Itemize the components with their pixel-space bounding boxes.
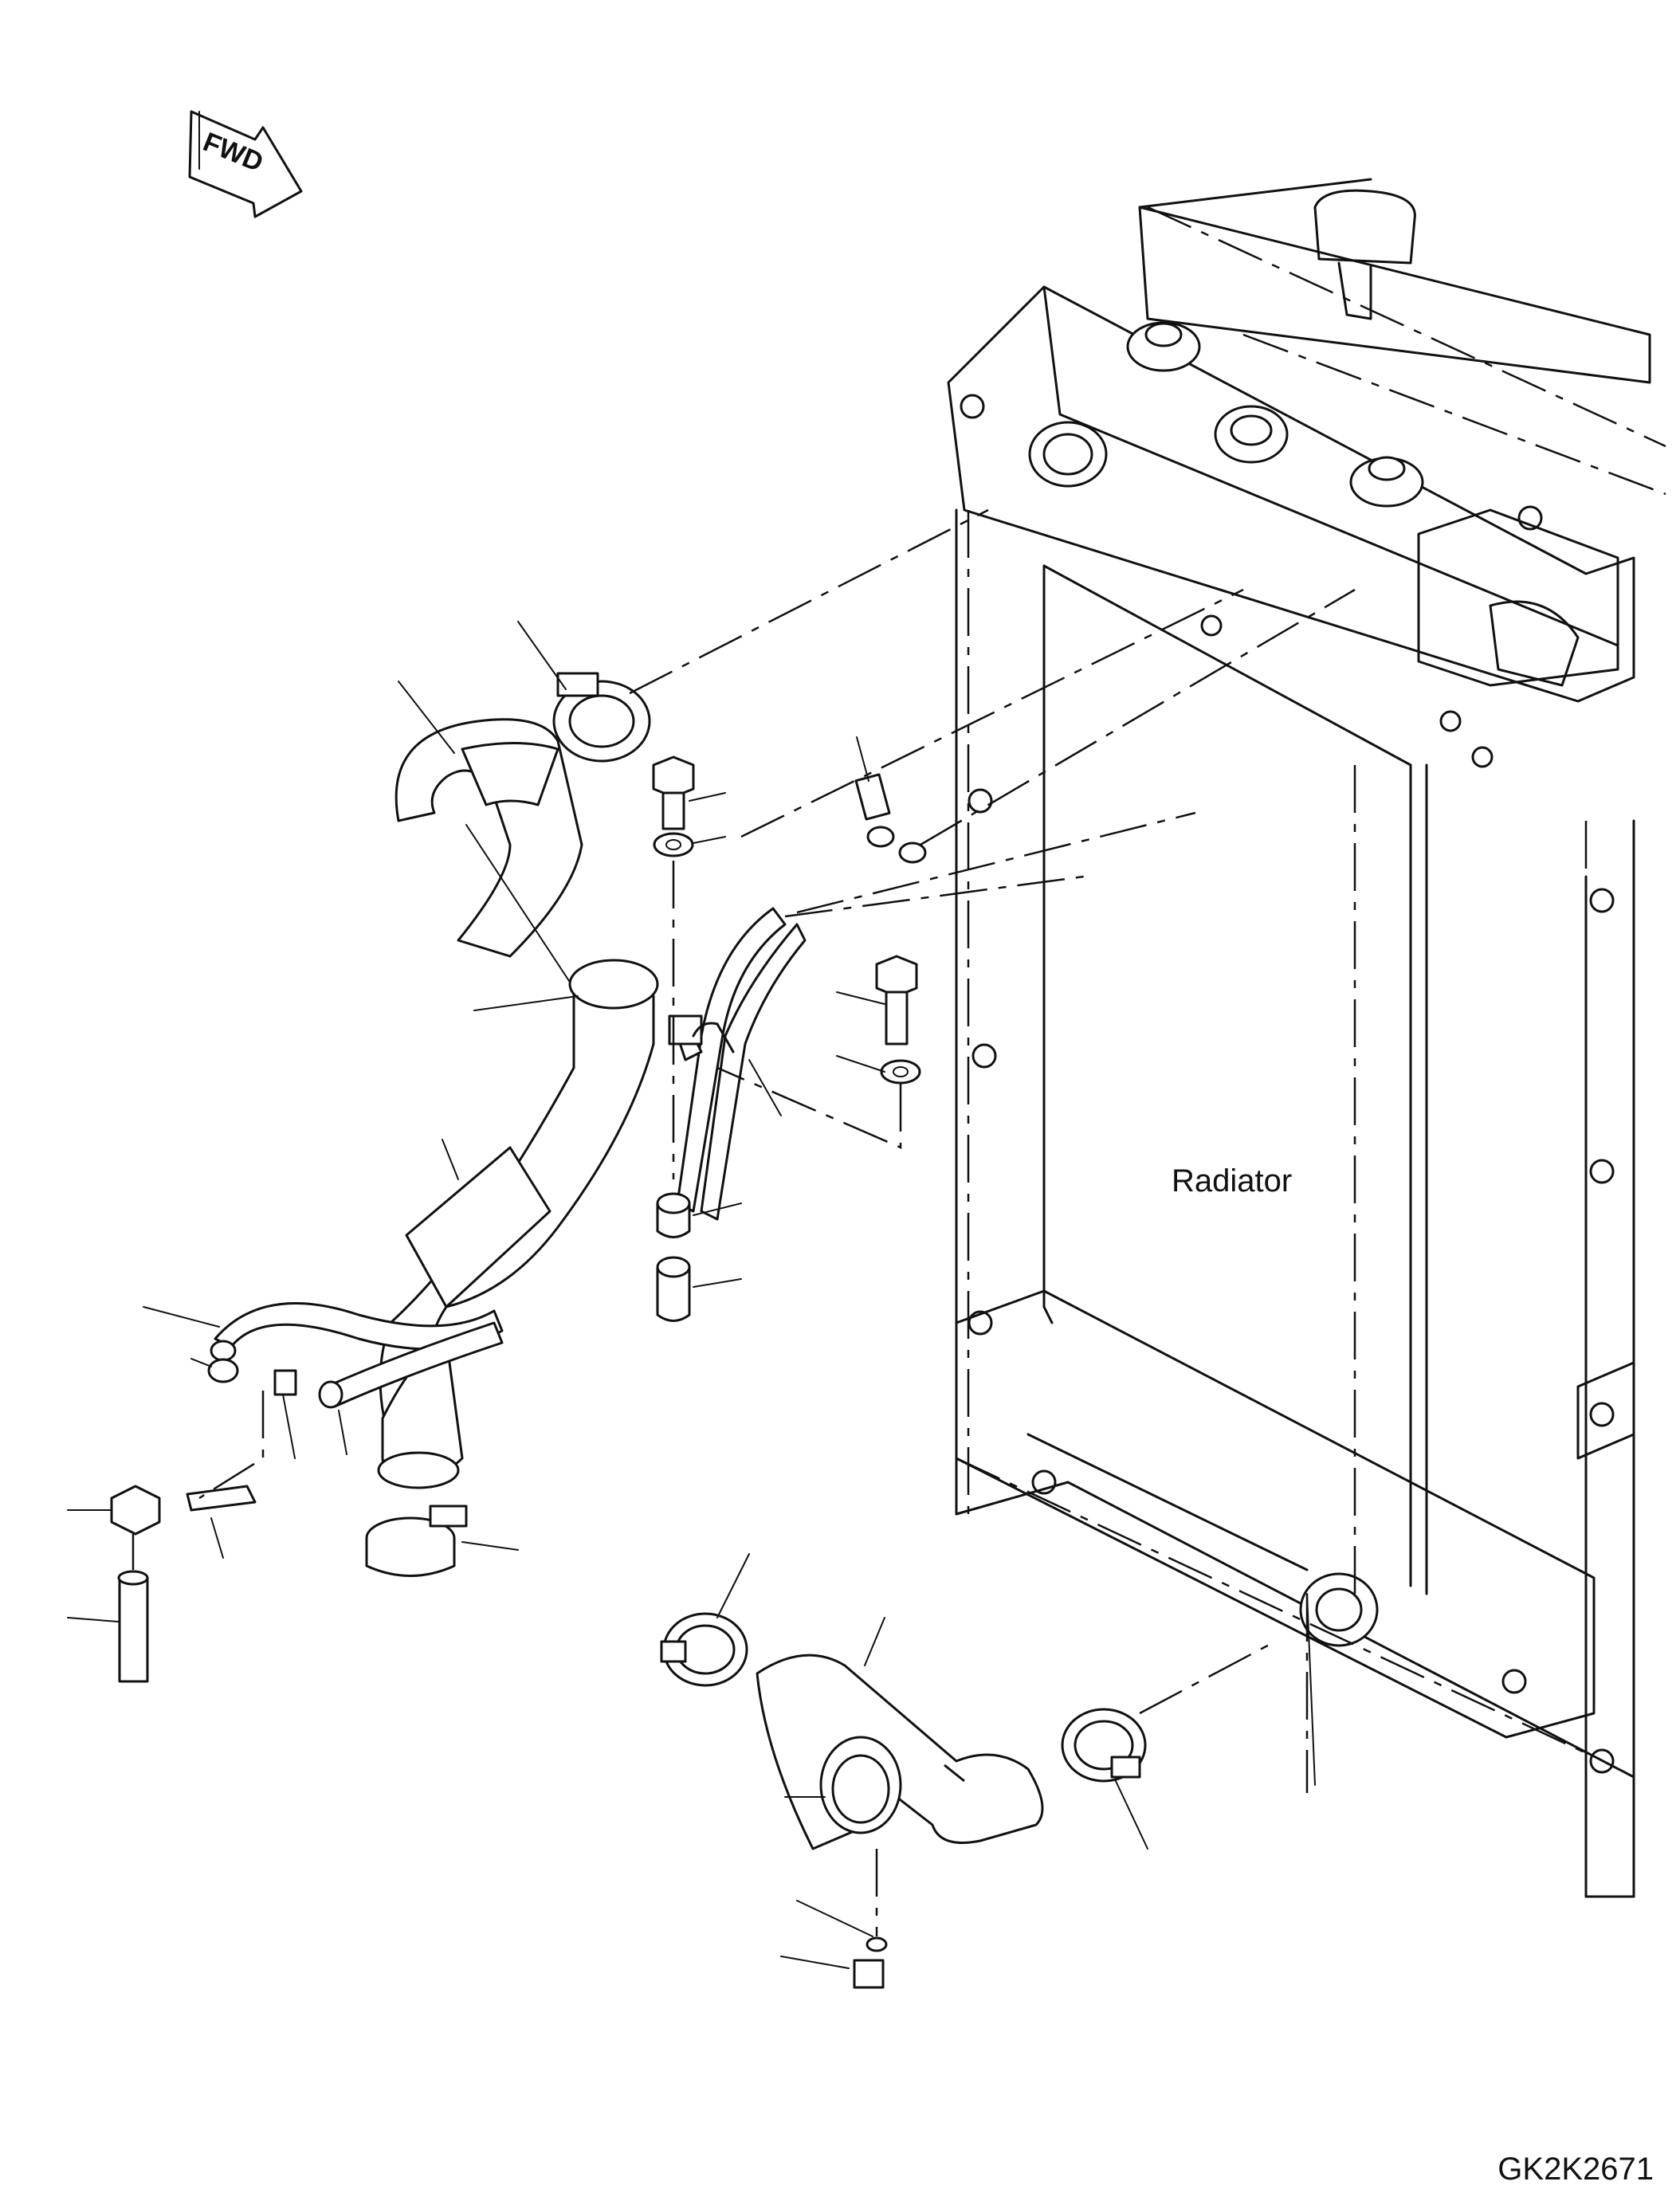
coolant-pipe	[377, 959, 659, 1489]
lower-hose-clamp-right	[1061, 1640, 1276, 1783]
tube-end-fitting	[210, 1340, 237, 1362]
forward-direction-arrow: FWD	[188, 110, 303, 218]
leader-lines	[67, 621, 1148, 1969]
radiator-assembly	[947, 178, 1666, 1898]
bypass-tubes	[207, 907, 807, 1409]
upper-hose	[394, 718, 583, 989]
bolt-and-washers	[652, 755, 695, 1322]
lower-pipe-clamp	[365, 1505, 468, 1577]
lower-hose	[756, 1654, 1044, 1850]
drawing-code: GK2K2671	[1497, 2152, 1654, 2187]
radiator-label: Radiator	[1172, 1163, 1292, 1199]
upper-hose-clamp	[552, 672, 651, 763]
lower-hose-clamp-left	[660, 1612, 748, 1687]
sensor-connector	[854, 773, 927, 864]
protective-sleeve	[405, 1146, 551, 1308]
assembly-lines	[629, 508, 1356, 918]
lower-bolt	[853, 1849, 888, 1989]
bolt-and-washer-right	[716, 955, 921, 1149]
drain-fittings	[110, 1369, 297, 1683]
pipe-band-clamp	[568, 959, 659, 1010]
